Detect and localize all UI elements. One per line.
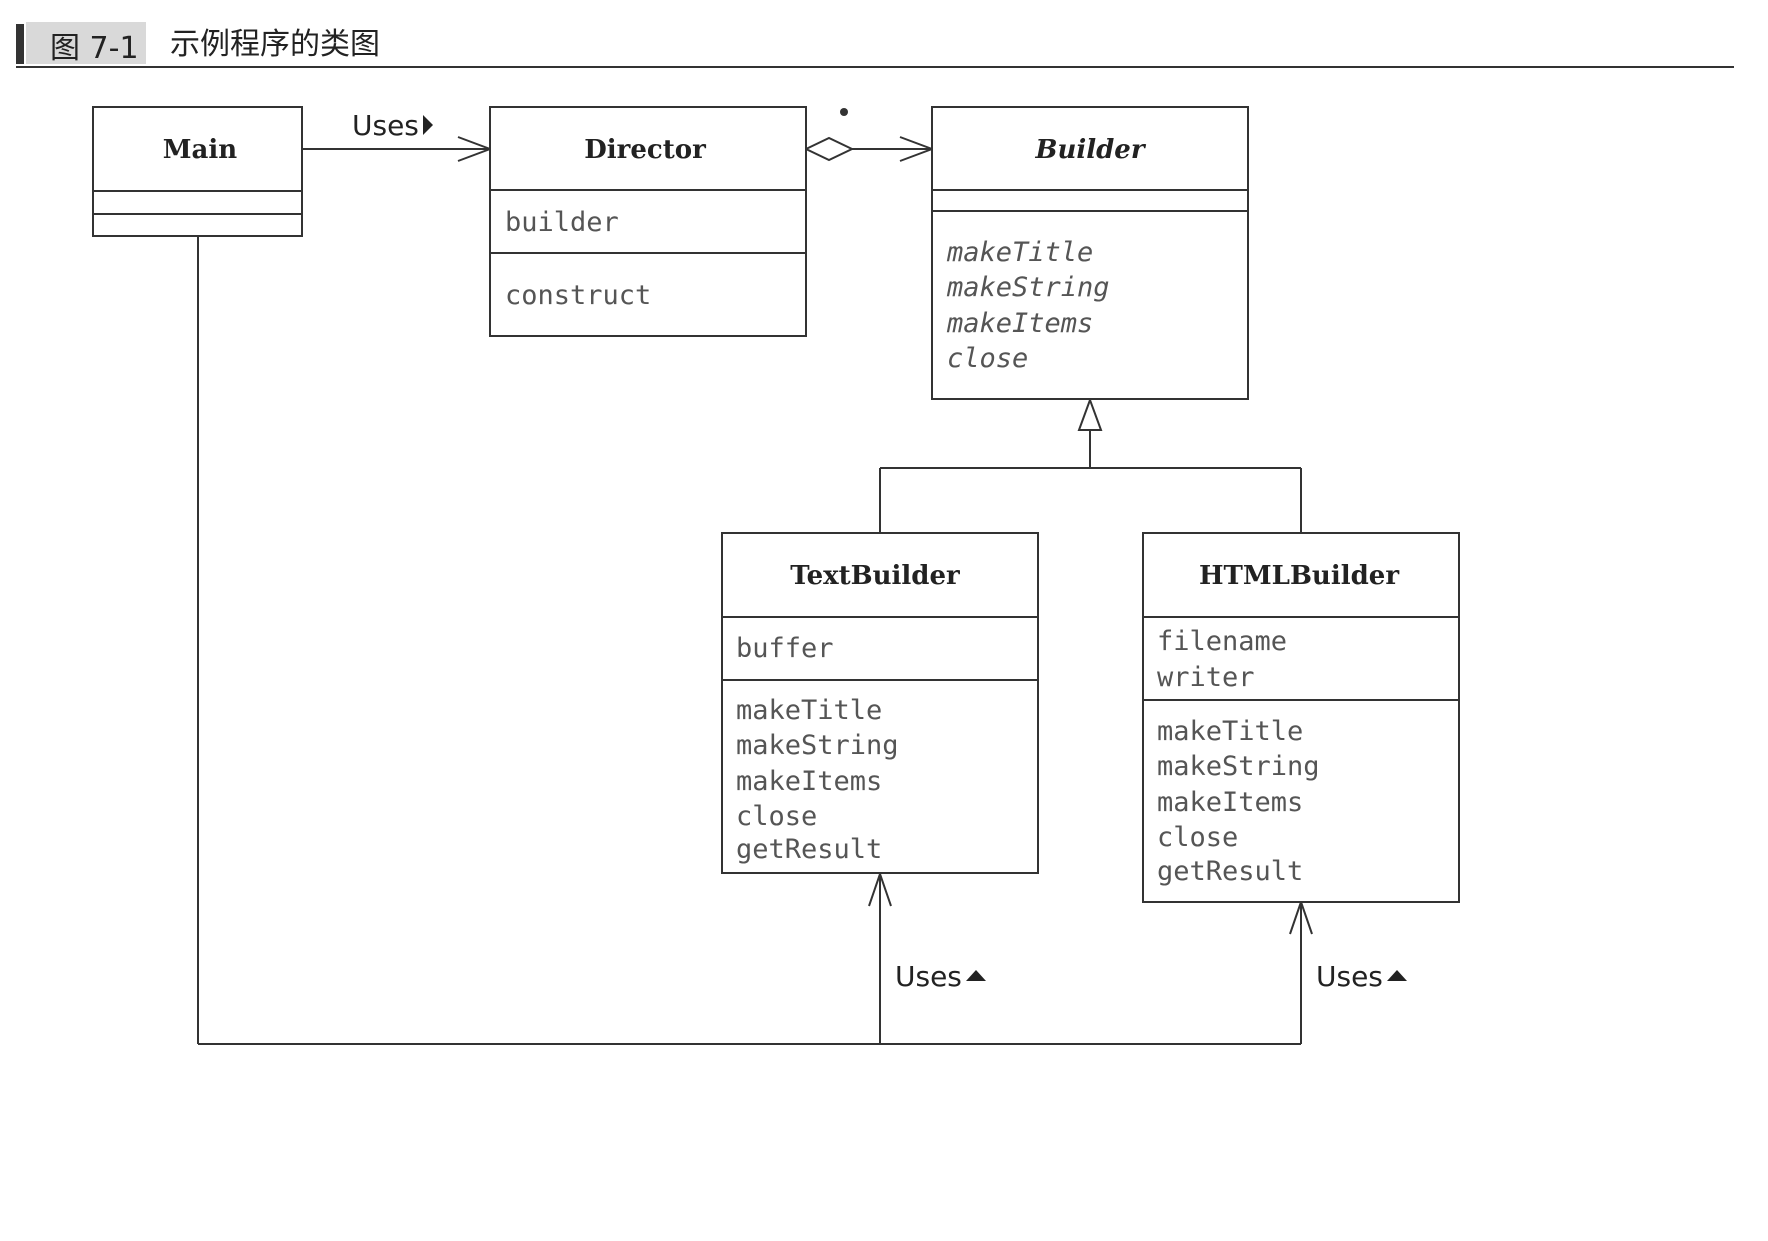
class-textbuilder-method: makeItems bbox=[736, 766, 882, 797]
uses-label-director-text: Uses bbox=[352, 109, 419, 142]
figure-number: 图 7-1 bbox=[50, 31, 139, 66]
class-textbuilder-name: TextBuilder bbox=[790, 561, 960, 591]
class-director-method: construct bbox=[505, 280, 651, 311]
class-director-name: Director bbox=[584, 135, 706, 165]
class-textbuilder-method: close bbox=[736, 801, 817, 832]
class-builder-method: close bbox=[947, 343, 1028, 374]
uses-label-textbuilder: Uses bbox=[895, 960, 986, 993]
class-htmlbuilder-field: filename bbox=[1157, 626, 1287, 657]
class-director-field: builder bbox=[505, 207, 619, 238]
figure-number-box: 图 7-1 bbox=[26, 22, 146, 66]
class-htmlbuilder-name: HTMLBuilder bbox=[1199, 561, 1399, 591]
arrow-up-icon bbox=[966, 970, 986, 981]
figure-header: 图 7-1 示例程序的类图 bbox=[16, 18, 1734, 68]
class-htmlbuilder-method: makeString bbox=[1157, 751, 1320, 782]
class-htmlbuilder-method: close bbox=[1157, 822, 1238, 853]
class-textbuilder-method: makeString bbox=[736, 730, 899, 761]
arrow-right-icon bbox=[423, 115, 433, 135]
uses-label-textbuilder-text: Uses bbox=[895, 960, 962, 993]
class-htmlbuilder-field: writer bbox=[1157, 662, 1255, 693]
figure-title: 示例程序的类图 bbox=[170, 27, 380, 62]
class-main: Main bbox=[92, 106, 303, 237]
class-htmlbuilder-method: makeTitle bbox=[1157, 716, 1303, 747]
arrow-up-icon bbox=[1387, 970, 1407, 981]
builder-generalization bbox=[879, 397, 1302, 533]
class-director: Director builder construct bbox=[489, 106, 807, 337]
class-builder-method: makeItems bbox=[946, 308, 1093, 339]
uses-label-director: Uses bbox=[352, 109, 433, 142]
director-builder-aggregation bbox=[803, 108, 935, 162]
class-htmlbuilder-method: makeItems bbox=[1157, 787, 1303, 818]
class-textbuilder-method: getResult bbox=[736, 834, 882, 865]
class-textbuilder-method: makeTitle bbox=[736, 695, 882, 726]
uses-label-htmlbuilder-text: Uses bbox=[1316, 960, 1383, 993]
class-builder: Builder makeTitle makeString makeItems c… bbox=[931, 106, 1249, 400]
inheritance-triangle-icon bbox=[1077, 397, 1103, 431]
class-main-name: Main bbox=[163, 135, 238, 165]
aggregation-diamond-icon bbox=[803, 136, 855, 162]
class-textbuilder: TextBuilder buffer makeTitle makeString … bbox=[721, 532, 1039, 874]
class-builder-method: makeString bbox=[946, 272, 1110, 303]
figure-header-bar bbox=[16, 24, 24, 64]
class-builder-name: Builder bbox=[1034, 135, 1146, 165]
uses-label-htmlbuilder: Uses bbox=[1316, 960, 1407, 993]
class-textbuilder-field: buffer bbox=[736, 633, 834, 664]
class-htmlbuilder-method: getResult bbox=[1157, 856, 1303, 887]
class-builder-method: makeTitle bbox=[946, 237, 1093, 268]
aggregation-dot-icon bbox=[840, 108, 848, 116]
class-htmlbuilder: HTMLBuilder filename writer makeTitle ma… bbox=[1142, 532, 1460, 903]
